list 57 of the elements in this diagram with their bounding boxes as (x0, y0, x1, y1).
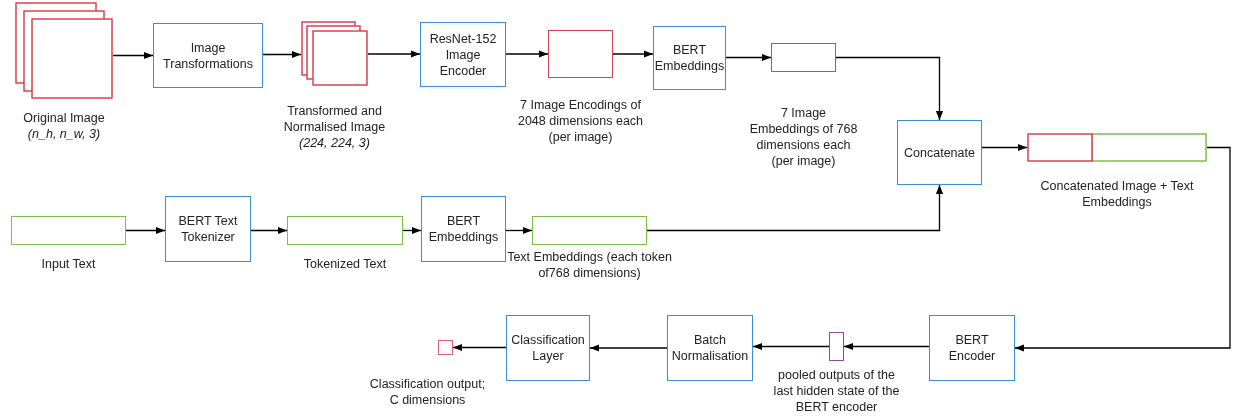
vector-box (771, 43, 836, 72)
node-label: (per image) (771, 153, 836, 169)
box-label: Concatenate (904, 144, 975, 161)
box-label: Batch Normalisation (670, 332, 750, 364)
vector-box (532, 216, 647, 245)
process-box (506, 315, 590, 381)
node-label: 7 Image Embeddings of 768 dimensions each (748, 105, 859, 153)
box-label: BERT Text Tokenizer (177, 213, 239, 245)
arrow (981, 143, 1028, 152)
arrow (402, 226, 422, 235)
arrow (452, 343, 507, 352)
node-label: Transformed and Normalised Image (282, 103, 387, 135)
arrow (646, 184, 944, 232)
node-label: 7 Image Encodings of 2048 dimensions each (516, 97, 645, 129)
node-label: Input Text (41, 256, 96, 272)
node-label: (n_h, n_w, 3) (27, 126, 101, 142)
vector-box (829, 332, 844, 361)
box-label: Classification Layer (510, 332, 586, 364)
node-label: Text Embeddings (each token of768 dimensions) (506, 249, 673, 281)
vector-box (438, 340, 453, 355)
process-box (667, 315, 753, 381)
arrow (589, 344, 668, 352)
process-box (897, 120, 982, 185)
process-box (929, 315, 1015, 381)
box-label: BERT Encoder (947, 332, 997, 364)
arrow (725, 53, 772, 62)
vector-box (287, 216, 403, 245)
arrow (752, 342, 830, 351)
node-label: Concatenated Image + Text Embeddings (1039, 178, 1195, 210)
node-label: Original Image (23, 110, 105, 126)
box-label: BERT Embeddings (654, 42, 725, 74)
arrow (1014, 146, 1231, 352)
vector-box (548, 30, 613, 78)
box-label: BERT Embeddings (427, 213, 500, 245)
arrow (367, 50, 421, 58)
box-label: Image Transformations (162, 39, 254, 72)
node-label: (per image) (548, 129, 613, 145)
node-label: Tokenized Text (303, 256, 387, 272)
node-label: pooled outputs of the last hidden state of the BERT encoder (773, 367, 900, 415)
process-box (153, 23, 263, 88)
arrow (612, 50, 654, 58)
arrow (250, 226, 288, 235)
arrow (835, 56, 944, 121)
node-label: Classification output; C dimensions (368, 376, 487, 408)
arrow (505, 50, 549, 58)
process-box (420, 22, 506, 87)
process-box (165, 196, 251, 262)
node-label: (224, 224, 3) (299, 135, 370, 151)
vector-box (11, 216, 126, 245)
arrow (262, 50, 302, 59)
process-box (421, 196, 506, 262)
arrow (843, 342, 930, 351)
arrow (125, 226, 166, 235)
arrow (112, 51, 154, 60)
arrow (505, 226, 533, 235)
box-label: ResNet-152 Image Encoder (428, 30, 498, 79)
process-box (653, 26, 726, 90)
